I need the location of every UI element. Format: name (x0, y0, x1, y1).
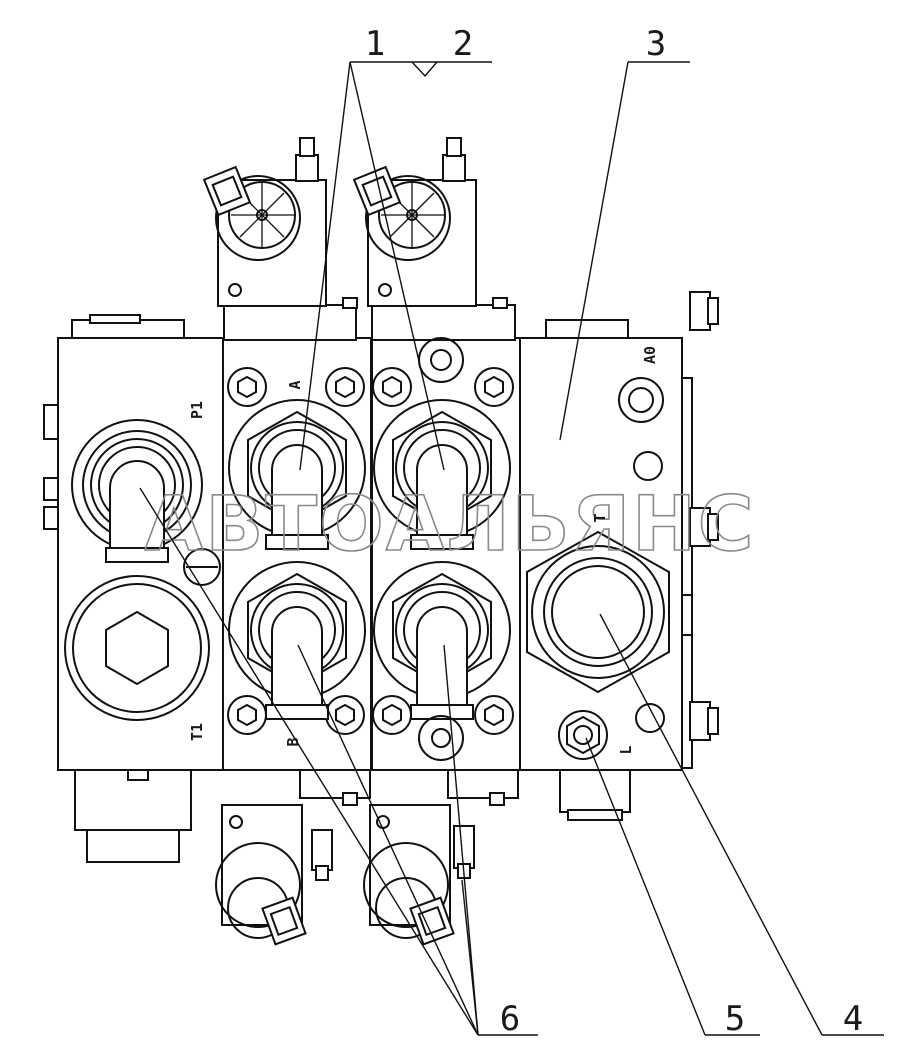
port-label-t1: T1 (188, 723, 206, 741)
working-section-left (202, 137, 372, 946)
port-label-a0: A0 (641, 346, 659, 364)
callout-4: 4 (843, 999, 863, 1039)
port-label-l: L (617, 745, 635, 754)
inlet-section (43, 314, 224, 863)
leader-lines (139, 61, 884, 1036)
watermark-text: АВТОАЛЬЯНС (145, 479, 756, 568)
port-label-a: A (286, 380, 304, 389)
end-section (519, 291, 719, 821)
callout-2: 2 (453, 24, 473, 64)
callout-5: 5 (725, 999, 745, 1039)
port-label-p1: P1 (188, 401, 206, 419)
callout-6: 6 (500, 999, 520, 1039)
callout-1: 1 (365, 24, 385, 64)
callout-3: 3 (646, 24, 666, 64)
port-label-t: T (591, 513, 609, 522)
working-section-right (352, 137, 521, 946)
port-label-b: B (284, 737, 302, 746)
